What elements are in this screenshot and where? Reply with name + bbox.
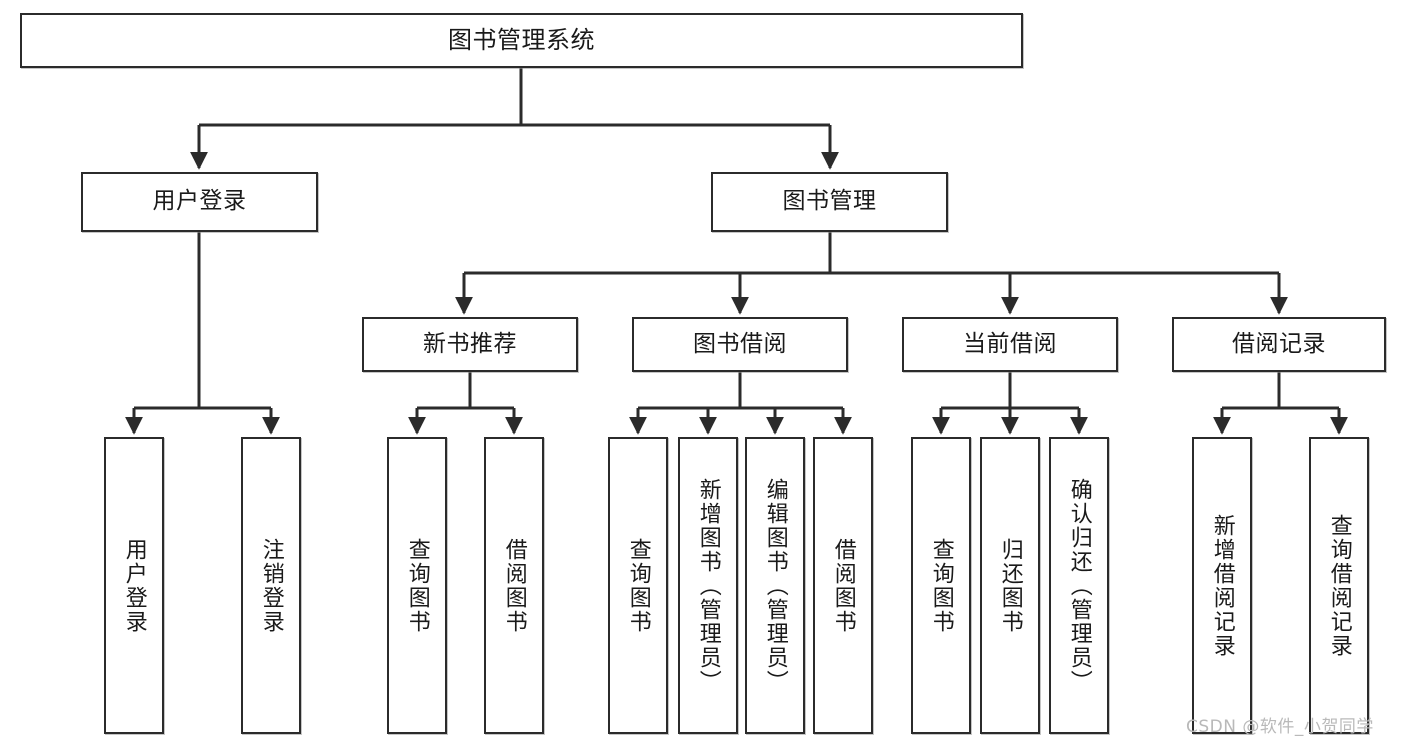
leaf-query-book-current[interactable]: 查询图书 (911, 437, 971, 734)
leaf-borrow-book[interactable]: 借阅图书 (813, 437, 873, 734)
leaf-query-borrow-record[interactable]: 查询借阅记录 (1309, 437, 1369, 734)
node-label: 新书推荐 (423, 330, 517, 357)
node-label: 注销登录 (258, 537, 284, 634)
leaf-query-book-recommend[interactable]: 查询图书 (387, 437, 447, 734)
node-label: 确认归还（管理员） (1066, 477, 1092, 694)
node-label: 借阅图书 (830, 537, 856, 634)
node-label: 编辑图书（管理员） (762, 477, 788, 694)
node-user-login[interactable]: 用户登录 (81, 172, 318, 232)
leaf-add-book-admin[interactable]: 新增图书（管理员） (678, 437, 738, 734)
node-book-management[interactable]: 图书管理 (711, 172, 948, 232)
node-label: 归还图书 (997, 537, 1023, 634)
node-label: 查询借阅记录 (1326, 513, 1352, 658)
node-root-system[interactable]: 图书管理系统 (20, 13, 1023, 68)
csdn-watermark: CSDN @软件_小贺同学 (1186, 717, 1374, 737)
node-label: 查询图书 (928, 537, 954, 634)
node-new-book-recommend[interactable]: 新书推荐 (362, 317, 578, 372)
leaf-query-book-borrow[interactable]: 查询图书 (608, 437, 668, 734)
node-label: 新增图书（管理员） (695, 477, 721, 694)
leaf-user-login[interactable]: 用户登录 (104, 437, 164, 734)
node-label: 用户登录 (152, 188, 247, 215)
node-label: 新增借阅记录 (1209, 513, 1235, 658)
node-label: 借阅图书 (501, 537, 527, 634)
leaf-add-borrow-record[interactable]: 新增借阅记录 (1192, 437, 1252, 734)
leaf-logout[interactable]: 注销登录 (241, 437, 301, 734)
node-label: 查询图书 (404, 537, 430, 634)
node-label: 借阅记录 (1232, 330, 1326, 357)
leaf-return-book[interactable]: 归还图书 (980, 437, 1040, 734)
leaf-confirm-return-admin[interactable]: 确认归还（管理员） (1049, 437, 1109, 734)
leaf-borrow-book-recommend[interactable]: 借阅图书 (484, 437, 544, 734)
node-book-borrow[interactable]: 图书借阅 (632, 317, 848, 372)
node-label: 当前借阅 (963, 330, 1057, 357)
leaf-edit-book-admin[interactable]: 编辑图书（管理员） (745, 437, 805, 734)
node-label: 图书借阅 (693, 330, 787, 357)
node-label: 用户登录 (121, 537, 147, 634)
node-borrow-record[interactable]: 借阅记录 (1172, 317, 1386, 372)
node-label: 图书管理 (782, 188, 877, 215)
node-label: 查询图书 (625, 537, 651, 634)
node-label: 图书管理系统 (448, 26, 595, 55)
node-current-borrow[interactable]: 当前借阅 (902, 317, 1118, 372)
